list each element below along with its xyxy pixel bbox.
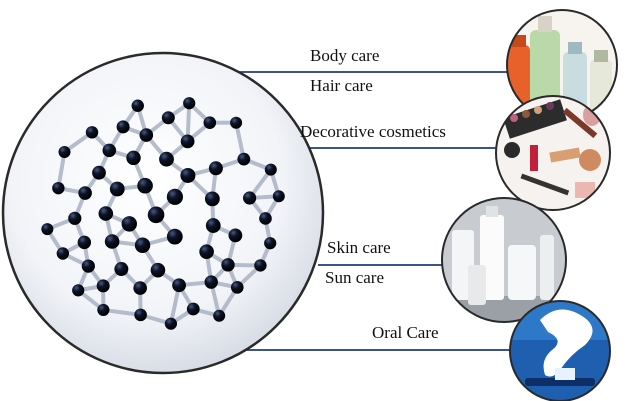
molecule-atom xyxy=(105,234,120,249)
molecule-atom xyxy=(167,189,183,205)
label-decorative-cosmetics: Decorative cosmetics xyxy=(300,122,446,142)
label-skin-care: Skin care xyxy=(327,238,391,258)
molecule-atom xyxy=(78,186,92,200)
molecule-atom xyxy=(264,237,276,249)
molecule-atom xyxy=(97,279,110,292)
molecule-atom xyxy=(151,263,166,278)
makeup-flatlay-icon xyxy=(494,94,614,214)
molecule-atom xyxy=(165,318,177,330)
molecule-atom xyxy=(205,191,220,206)
molecule-atom xyxy=(98,206,113,221)
molecule-atom xyxy=(243,191,256,204)
molecule-atom xyxy=(92,166,106,180)
molecule-atom xyxy=(140,128,154,142)
molecule-atom xyxy=(122,216,137,231)
molecule-atom xyxy=(78,236,91,249)
molecule-atom xyxy=(41,223,53,235)
fullerene-sphere xyxy=(3,53,323,373)
molecule-atom xyxy=(237,153,250,166)
molecule-atom xyxy=(205,275,218,288)
molecule-atom xyxy=(231,281,244,294)
molecule-atom xyxy=(162,111,175,124)
molecule-atom xyxy=(183,97,195,109)
molecule-atom xyxy=(82,259,95,272)
molecule-atom xyxy=(209,161,223,175)
molecule-atom xyxy=(172,278,186,292)
molecule-atom xyxy=(148,207,165,224)
molecule-atom xyxy=(86,126,98,138)
molecule-atom xyxy=(126,151,140,165)
molecule-atom xyxy=(133,281,147,295)
molecule-atom xyxy=(230,117,242,129)
molecule-atom xyxy=(102,144,116,158)
label-body-care: Body care xyxy=(310,46,379,66)
molecule-atom xyxy=(159,152,174,167)
molecule-atom xyxy=(134,309,147,322)
label-hair-care: Hair care xyxy=(310,76,373,96)
molecule-atom xyxy=(68,212,81,225)
molecule-atom xyxy=(180,168,195,183)
molecule-atom xyxy=(273,190,285,202)
molecule-atom xyxy=(187,303,200,316)
molecule-atom xyxy=(167,229,183,245)
molecule-atom xyxy=(52,182,64,194)
molecule-atom xyxy=(110,182,125,197)
label-sun-care: Sun care xyxy=(325,268,384,288)
molecule-atom xyxy=(72,284,84,296)
molecule-atom xyxy=(117,120,130,133)
molecule-atom xyxy=(97,304,109,316)
molecule-atom xyxy=(254,259,266,271)
molecule-atom xyxy=(228,228,242,242)
molecule-atom xyxy=(213,310,225,322)
molecule-atom xyxy=(199,244,214,259)
molecule-atom xyxy=(135,238,150,253)
molecule-atom xyxy=(114,262,128,276)
molecule-atom xyxy=(181,134,195,148)
molecule-atom xyxy=(221,258,234,271)
molecule-atom xyxy=(206,218,221,233)
label-oral-care: Oral Care xyxy=(372,323,439,343)
molecule-atom xyxy=(57,247,69,259)
molecule-atom xyxy=(132,100,144,112)
molecule-atom xyxy=(137,178,153,194)
molecule-atom xyxy=(204,116,217,129)
molecule-atom xyxy=(259,212,272,225)
molecule-atom xyxy=(58,146,70,158)
molecule-atom xyxy=(265,164,277,176)
